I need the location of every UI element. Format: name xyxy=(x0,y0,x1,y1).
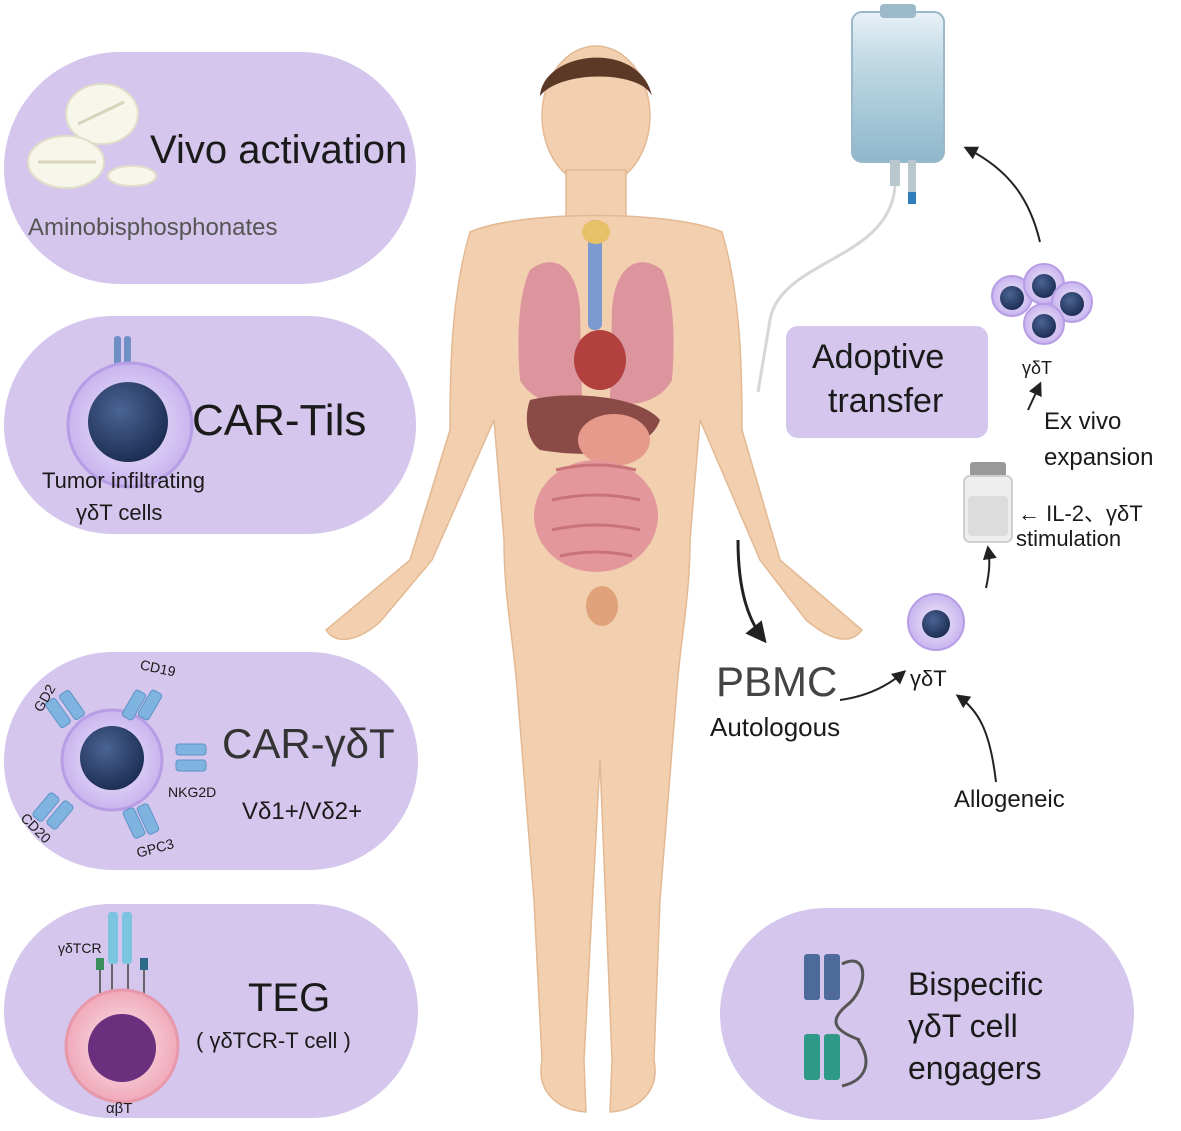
nkg2d-label: NKG2D xyxy=(168,784,217,800)
ex-vivo-label: Ex vivo xyxy=(1044,408,1122,435)
adoptive-transfer-line1: Adoptive xyxy=(812,338,945,376)
iv-bag-icon xyxy=(756,4,945,393)
pill-car-gdt xyxy=(4,652,418,870)
gdtcr-label: γδTCR xyxy=(58,940,102,956)
teg-title: TEG xyxy=(248,976,331,1020)
flow-arrows xyxy=(736,146,1042,783)
allogeneic-label: Allogeneic xyxy=(954,786,1065,813)
tablets-icon xyxy=(27,83,157,189)
bispecific-engager-icon xyxy=(804,954,868,1088)
stimulation-label: stimulation xyxy=(1016,526,1122,551)
tumor-infiltrating-label: Tumor infiltrating xyxy=(42,468,206,493)
pill-bispecific xyxy=(720,908,1134,1120)
car-gdt-cell-icon xyxy=(32,689,207,839)
vial-icon xyxy=(963,462,1013,543)
gdt-cell-icon xyxy=(907,593,965,651)
pill-teg xyxy=(4,904,418,1118)
car-gdt-title: CAR-γδT xyxy=(222,720,395,767)
human-body-figure xyxy=(325,45,864,1113)
vivo-activation-title: Vivo activation xyxy=(150,128,408,172)
bispecific-line2: γδT cell xyxy=(908,1008,1018,1044)
gdt-label: γδT xyxy=(910,666,947,691)
vd1-vd2-label: Vδ1+/Vδ2+ xyxy=(242,798,363,825)
gdt-cells-label: γδT cells xyxy=(76,500,163,525)
teg-cell-icon xyxy=(64,912,180,1104)
gdtcr-t-cell-label: ( γδTCR-T cell ) xyxy=(196,1028,351,1053)
expanded-cells-icon xyxy=(991,263,1093,345)
organs-illustration xyxy=(518,220,674,626)
expansion-label: expansion xyxy=(1044,444,1154,471)
bispecific-line3: engagers xyxy=(908,1050,1042,1086)
adoptive-transfer-line2: transfer xyxy=(828,382,944,420)
il2-stimulation-label: ← IL-2、γδT xyxy=(1018,501,1143,526)
expanded-gdt-label: γδT xyxy=(1022,358,1053,378)
pbmc-label: PBMC xyxy=(716,658,838,705)
aminobisphosphonates-label: Aminobisphosphonates xyxy=(28,214,278,241)
car-tils-title: CAR-Tils xyxy=(192,396,367,445)
bispecific-line1: Bispecific xyxy=(908,966,1044,1002)
car-til-cell-icon xyxy=(66,336,194,489)
box-adoptive xyxy=(786,326,988,438)
autologous-label: Autologous xyxy=(710,712,841,742)
abt-label: αβT xyxy=(106,1100,133,1117)
